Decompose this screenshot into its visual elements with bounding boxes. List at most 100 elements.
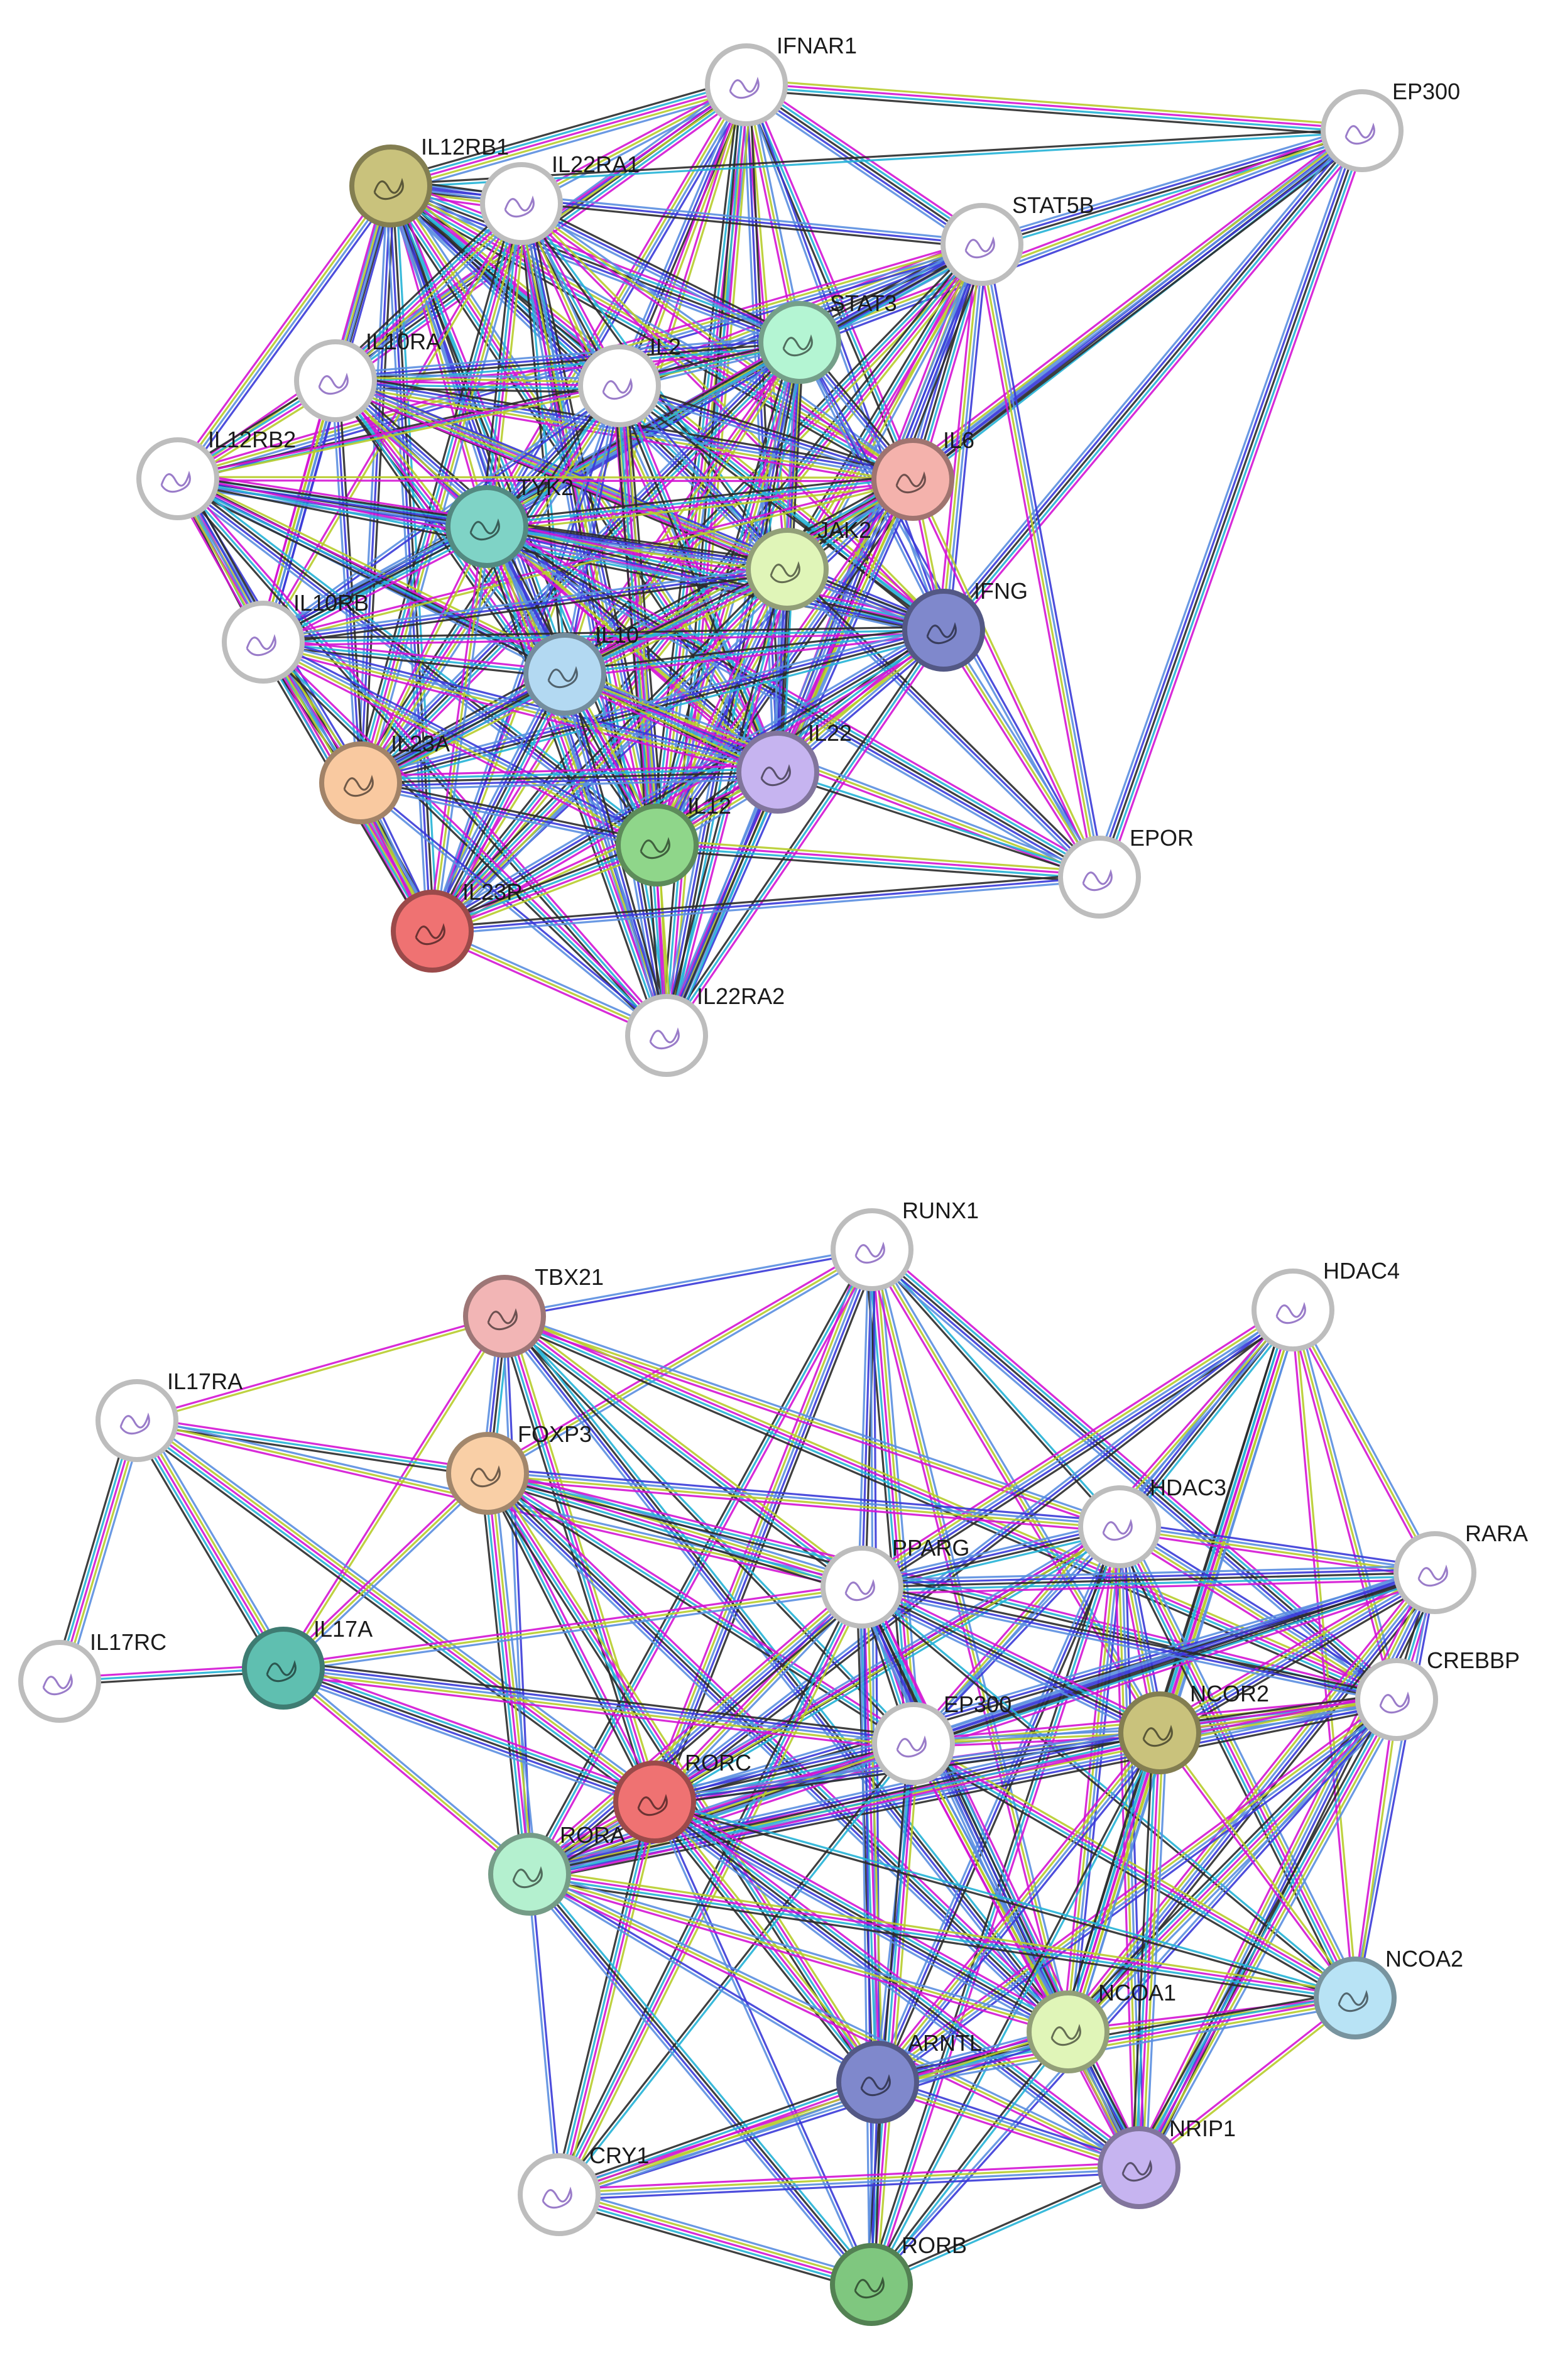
node-il10rb[interactable]: IL10RB [222,590,369,684]
node-circle[interactable] [18,1640,101,1723]
node-nrip1[interactable]: NRIP1 [1098,2115,1236,2209]
node-il10ra[interactable]: IL10RA [294,329,441,422]
protein-structure-icon [860,2074,891,2097]
node-label: IL17RC [90,1629,166,1655]
node-circle[interactable] [872,1702,955,1785]
edge-line [876,1697,1397,2082]
node-circle[interactable] [1078,1485,1161,1568]
node-hdac3[interactable]: HDAC3 [1078,1475,1226,1568]
node-crebbp[interactable]: CREBBP [1355,1647,1520,1741]
node-il23a[interactable]: IL23A [319,731,450,824]
node-ifnar1[interactable]: IFNAR1 [705,33,857,126]
node-circle[interactable] [1355,1658,1438,1741]
node-circle[interactable] [480,162,563,245]
node-il22ra2[interactable]: IL22RA2 [625,983,785,1077]
edge-line [668,631,947,1039]
node-circle[interactable] [1251,1269,1334,1351]
node-pparg[interactable]: PPARG [821,1535,969,1629]
node-rara[interactable]: RARA [1393,1520,1528,1614]
node-circle[interactable] [821,1546,903,1629]
edge-line [360,782,658,846]
node-circle[interactable] [319,741,402,824]
node-circle[interactable] [1118,1691,1201,1774]
node-circle[interactable] [613,1760,696,1843]
node-il22ra1[interactable]: IL22RA1 [480,151,640,245]
edge-line [65,1422,145,1684]
node-rora[interactable]: RORA [488,1822,625,1916]
edge-network-2-RORA-CRY1 [526,1874,562,2195]
node-il17rc[interactable]: IL17RC [18,1629,166,1723]
edge-line [392,90,749,194]
node-ifng[interactable]: IFNG [902,578,1028,672]
node-circle[interactable] [625,994,708,1077]
node-cry1[interactable]: CRY1 [518,2143,649,2236]
node-circle[interactable] [616,804,699,887]
edge-network-2-RORC-RORB [652,1801,874,2286]
node-circle[interactable] [1058,836,1141,919]
node-circle[interactable] [871,438,954,521]
node-circle[interactable] [523,633,606,716]
node-il12rb1[interactable]: IL12RB1 [349,134,509,227]
edge-line [651,1521,1118,1799]
node-circle[interactable] [518,2153,601,2236]
node-circle[interactable] [1027,1990,1110,2073]
node-il2[interactable]: IL2 [578,334,681,427]
node-circle[interactable] [836,2041,919,2124]
node-circle[interactable] [349,145,432,227]
node-il12a[interactable]: IL12 [616,793,731,887]
node-circle[interactable] [1314,1957,1397,2039]
node-circle[interactable] [136,437,219,520]
node-circle[interactable] [294,339,377,422]
node-circle[interactable] [95,1379,178,1462]
node-rorc[interactable]: RORC [613,1750,751,1843]
node-circle[interactable] [1098,2126,1181,2209]
node-circle[interactable] [705,43,788,126]
node-circle[interactable] [488,1833,571,1916]
node-stat3[interactable]: STAT3 [758,290,897,384]
node-circle[interactable] [222,601,305,684]
node-ncoa1[interactable]: NCOA1 [1027,1980,1176,2073]
node-il17a[interactable]: IL17A [242,1616,373,1710]
node-circle[interactable] [831,1208,913,1291]
node-foxp3[interactable]: FOXP3 [446,1421,592,1515]
edge-line [1138,1699,1398,2168]
node-circle[interactable] [736,731,819,814]
node-ncoa2[interactable]: NCOA2 [1314,1946,1463,2039]
node-rorb[interactable]: RORB [830,2232,967,2326]
node-circle[interactable] [941,203,1023,286]
edge-line [486,1475,1397,1704]
node-il22[interactable]: IL22 [736,720,852,814]
node-circle[interactable] [1321,89,1404,172]
node-circle[interactable] [902,589,985,672]
node-il6[interactable]: IL6 [871,427,974,521]
node-il23r[interactable]: IL23R [391,879,523,973]
node-tyk2[interactable]: TYK2 [445,474,574,568]
node-hdac4[interactable]: HDAC4 [1251,1258,1400,1351]
node-arntl[interactable]: ARNTL [836,2030,982,2124]
node-runx1[interactable]: RUNX1 [831,1198,979,1291]
node-circle[interactable] [758,301,841,384]
node-il17ra[interactable]: IL17RA [95,1368,243,1462]
node-tbx21[interactable]: TBX21 [463,1264,604,1358]
node-circle[interactable] [463,1275,546,1358]
node-circle[interactable] [746,528,829,611]
node-circle[interactable] [445,485,528,568]
edge-network-1-IL12RB2-IL6 [177,476,913,483]
node-circle[interactable] [391,890,474,973]
node-ncor2[interactable]: NCOR2 [1118,1681,1269,1774]
edge-network-1-TYK2-IL10RB [259,519,491,650]
node-ep300[interactable]: EP300 [1321,79,1460,172]
node-circle[interactable] [446,1432,529,1515]
edge-network-1-IL22RA1-IL10RA [330,197,527,387]
node-stat5b[interactable]: STAT5B [941,192,1094,286]
node-circle[interactable] [1393,1531,1476,1614]
node-il12rb2[interactable]: IL12RB2 [136,427,296,520]
node-circle[interactable] [242,1627,325,1710]
node-il10[interactable]: IL10 [523,622,639,716]
node-circle[interactable] [578,344,661,427]
node-epor[interactable]: EPOR [1058,825,1194,919]
edge-line [524,1581,858,1870]
node-jak2[interactable]: JAK2 [746,517,871,611]
node-ep300[interactable]: EP300 [872,1691,1012,1785]
node-circle[interactable] [830,2243,913,2326]
